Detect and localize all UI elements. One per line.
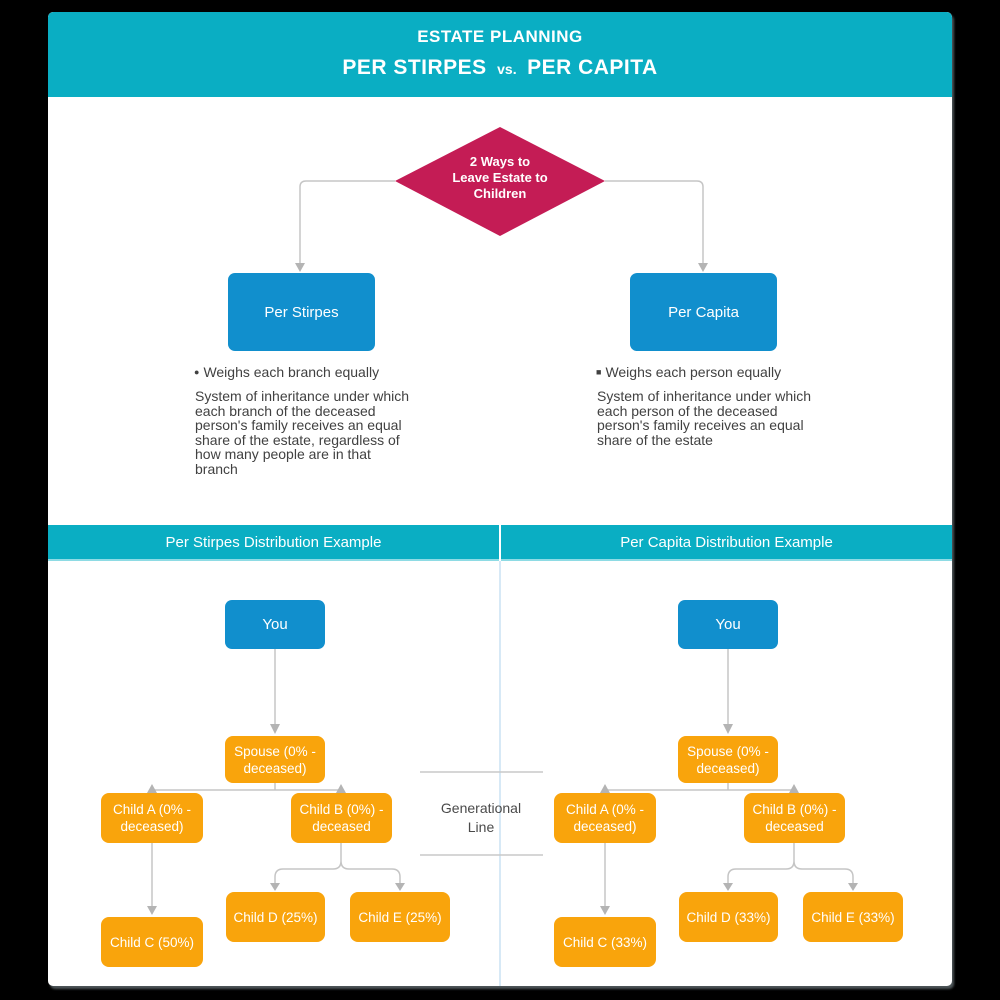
node-label: Child D (33%) xyxy=(686,909,771,925)
node-label: Child A (0% - deceased) xyxy=(112,802,192,834)
main-header: ESTATE PLANNING PER STIRPES vs. PER CAPI… xyxy=(48,12,952,97)
bullet-text: Weighs each branch equally xyxy=(203,364,380,380)
node-left-child-e: Child E (25%) xyxy=(350,892,450,942)
connector-diamond-to-per-capita xyxy=(605,180,704,263)
generational-line-label: Generational Line xyxy=(440,800,522,835)
node-left-you: You xyxy=(225,600,325,649)
node-left-child-b: Child B (0%) - deceased xyxy=(291,793,392,843)
node-label: Child E (33%) xyxy=(811,909,895,925)
panel-title: Per Capita Distribution Example xyxy=(620,533,833,551)
arrowhead-up-icon xyxy=(336,784,346,793)
arrowhead-down-icon xyxy=(270,883,280,891)
estate-planning-card: ESTATE PLANNING PER STIRPES vs. PER CAPI… xyxy=(48,12,952,986)
arrowhead-down-icon xyxy=(723,883,733,891)
panel-divider xyxy=(499,561,501,986)
node-label: Child E (25%) xyxy=(358,909,442,925)
node-label: Per Stirpes xyxy=(264,303,339,321)
title-per-capita: PER CAPITA xyxy=(527,56,658,79)
node-right-you: You xyxy=(678,600,778,649)
arrowhead-down-icon xyxy=(848,883,858,891)
per-stirpes-description: System of inheritance under which each b… xyxy=(195,388,409,477)
panel-header-per-stirpes: Per Stirpes Distribution Example xyxy=(48,525,499,561)
node-per-stirpes: Per Stirpes xyxy=(228,273,375,351)
decision-diamond-label: 2 Ways to Leave Estate to Children xyxy=(452,154,548,201)
panel-header-per-capita: Per Capita Distribution Example xyxy=(501,525,952,561)
arrowhead-down-icon xyxy=(295,263,305,272)
node-right-child-e: Child E (33%) xyxy=(803,892,903,942)
node-right-child-b: Child B (0%) - deceased xyxy=(744,793,845,843)
bullet-text: Weighs each person equally xyxy=(605,364,782,380)
node-per-capita: Per Capita xyxy=(630,273,777,351)
connector-diamond-to-per-stirpes xyxy=(299,180,395,263)
node-left-child-c: Child C (50%) xyxy=(101,917,203,967)
node-left-child-a: Child A (0% - deceased) xyxy=(101,793,203,843)
node-left-child-d: Child D (25%) xyxy=(226,892,325,942)
panel-title: Per Stirpes Distribution Example xyxy=(165,533,382,551)
node-right-child-d: Child D (33%) xyxy=(679,892,778,942)
header-title: PER STIRPES vs. PER CAPITA xyxy=(48,56,952,80)
connector-left-spouse-to-children xyxy=(152,783,341,791)
per-stirpes-bullet: ● Weighs each branch equally xyxy=(194,364,434,380)
circle-bullet-icon: ● xyxy=(194,367,200,377)
node-right-child-a: Child A (0% - deceased) xyxy=(554,793,656,843)
node-label: Child D (25%) xyxy=(233,909,318,925)
per-capita-bullet: ■ Weighs each person equally xyxy=(596,364,836,380)
arrowhead-down-icon xyxy=(600,906,610,915)
header-kicker: ESTATE PLANNING xyxy=(417,27,583,46)
connector-left-childb-to-childd-childe xyxy=(274,843,401,883)
node-label: Child C (33%) xyxy=(562,934,648,950)
node-label: Child C (50%) xyxy=(109,934,195,950)
node-label: Child B (0%) - deceased xyxy=(752,802,837,834)
arrowhead-down-icon xyxy=(270,724,280,734)
per-capita-description: System of inheritance under which each p… xyxy=(597,388,811,448)
arrowhead-up-icon xyxy=(789,784,799,793)
arrowhead-down-icon xyxy=(147,906,157,915)
node-right-spouse: Spouse (0% - deceased) xyxy=(678,736,778,783)
arrowhead-up-icon xyxy=(600,784,610,793)
arrowhead-down-icon xyxy=(723,724,733,734)
node-label: Child B (0%) - deceased xyxy=(299,802,384,834)
node-right-child-c: Child C (33%) xyxy=(554,917,656,967)
title-vs: vs. xyxy=(497,61,517,77)
node-label: Per Capita xyxy=(668,303,739,321)
node-left-spouse: Spouse (0% - deceased) xyxy=(225,736,325,783)
connector-right-childb-to-childd-childe xyxy=(727,843,854,883)
node-label: You xyxy=(715,616,741,633)
title-per-stirpes: PER STIRPES xyxy=(342,56,487,79)
node-label: You xyxy=(262,616,288,633)
arrowhead-down-icon xyxy=(395,883,405,891)
node-label: Spouse (0% - deceased) xyxy=(687,743,769,776)
arrowhead-down-icon xyxy=(698,263,708,272)
square-bullet-icon: ■ xyxy=(596,367,602,377)
connector-right-spouse-to-children xyxy=(605,783,794,791)
node-label: Child A (0% - deceased) xyxy=(565,802,645,834)
node-label: Spouse (0% - deceased) xyxy=(234,743,316,776)
arrowhead-up-icon xyxy=(147,784,157,793)
